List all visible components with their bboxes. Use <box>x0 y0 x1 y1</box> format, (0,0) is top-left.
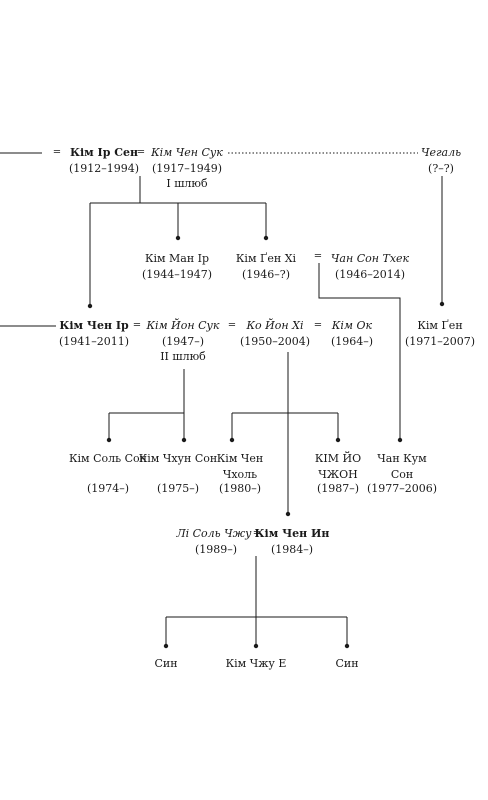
kim-sol-son-years: (1974–) <box>86 482 130 495</box>
dot-kim-gen <box>439 301 445 307</box>
kim-gen-hi-name: Кім Ґен Хі <box>235 252 297 265</box>
chan-kum-son-name: Чан Кум Сон <box>377 452 427 481</box>
kim-chen-in-name: Кім Чен Ин <box>254 527 330 540</box>
chan-kum-son-years: (1977–2006) <box>366 482 438 495</box>
second-marriage-note: II шлюб <box>160 350 206 363</box>
dot-kim-sol-son <box>106 437 112 443</box>
chan-son-thek-years: (1946–2014) <box>334 268 406 281</box>
chegal-years: (?–?) <box>428 162 454 175</box>
dot-chan-kum-son <box>397 437 403 443</box>
li-sol-chzhu-name: Лі Соль Чжу <box>176 527 252 540</box>
son2-name: Син <box>335 657 359 670</box>
kim-ok-years: (1964–) <box>330 335 374 348</box>
first-marriage-note: I шлюб <box>166 177 208 190</box>
ko-yon-hi-name: Ко Йон Хі <box>246 319 304 332</box>
dot-kim-chen-in <box>285 511 291 517</box>
son1-name: Син <box>154 657 178 670</box>
kim-ir-sen-years: (1912–1994) <box>68 162 140 175</box>
kim-chen-ir-years: (1941–2011) <box>58 335 130 348</box>
kim-man-ir-name: Кім Ман Ір <box>144 252 210 265</box>
kim-man-ir-years: (1944–1947) <box>141 268 213 281</box>
dot-kim-chen-ir <box>87 303 93 309</box>
dot-kim-chen-chhol <box>229 437 235 443</box>
kim-chzhu-e-name: Кім Чжу Е <box>225 657 287 670</box>
kim-gen-name: Кім Ґен <box>417 319 463 332</box>
chan-son-thek-name: Чан Сон Тхек <box>330 252 410 265</box>
dot-kim-chzhu-e <box>253 643 259 649</box>
dot-kim-gen-hi <box>263 235 269 241</box>
kim-chhun-son-years: (1975–) <box>156 482 200 495</box>
marriage-sign: = <box>52 147 62 158</box>
kim-gen-hi-years: (1946–?) <box>242 268 290 281</box>
chegal-name: Чегаль <box>420 146 462 159</box>
kim-ir-sen-name: Кім Ір Сен <box>69 146 139 159</box>
kim-chen-in-years: (1984–) <box>270 543 314 556</box>
kim-sol-son-name: Кім Соль Сон <box>69 452 147 465</box>
kim-yon-suk-name: Кім Йон Сук <box>146 319 220 332</box>
dot-kim-yo-chzhon <box>335 437 341 443</box>
kim-chen-suk-years: (1917–1949) <box>151 162 223 175</box>
marriage-sign: = <box>252 528 262 539</box>
chan-son-thek-descent-line <box>318 263 401 440</box>
kim-yo-chzhon-name: КІМ ЙО ЧЖОН <box>314 452 362 481</box>
kim-yon-suk-years: (1947–) <box>161 335 205 348</box>
marriage-sign: = <box>313 251 323 262</box>
marriage-sign: = <box>227 320 237 331</box>
kim-yo-chzhon-years: (1987–) <box>316 482 360 495</box>
marriage-sign: = <box>313 320 323 331</box>
marriage-sign: = <box>136 147 146 158</box>
dot-kim-man-ir <box>175 235 181 241</box>
marriage-sign: = <box>132 320 142 331</box>
dot-son2 <box>344 643 350 649</box>
kim-chen-ir-name: Кім Чен Ір <box>59 319 129 332</box>
kim-chhun-son-name: Кім Чхун Сон <box>138 452 218 465</box>
kim-ok-name: Кім Ок <box>331 319 373 332</box>
dot-son1 <box>163 643 169 649</box>
dot-kim-chhun-son <box>181 437 187 443</box>
kim-chen-chhol-years: (1980–) <box>218 482 262 495</box>
kim-chen-suk-name: Кім Чен Сук <box>151 146 223 159</box>
li-sol-chzhu-years: (1989–) <box>194 543 238 556</box>
kim-gen-years: (1971–2007) <box>404 335 476 348</box>
ko-yon-hi-years: (1950–2004) <box>239 335 311 348</box>
kim-chen-chhol-name: Кім Чен Чхоль <box>216 452 264 481</box>
